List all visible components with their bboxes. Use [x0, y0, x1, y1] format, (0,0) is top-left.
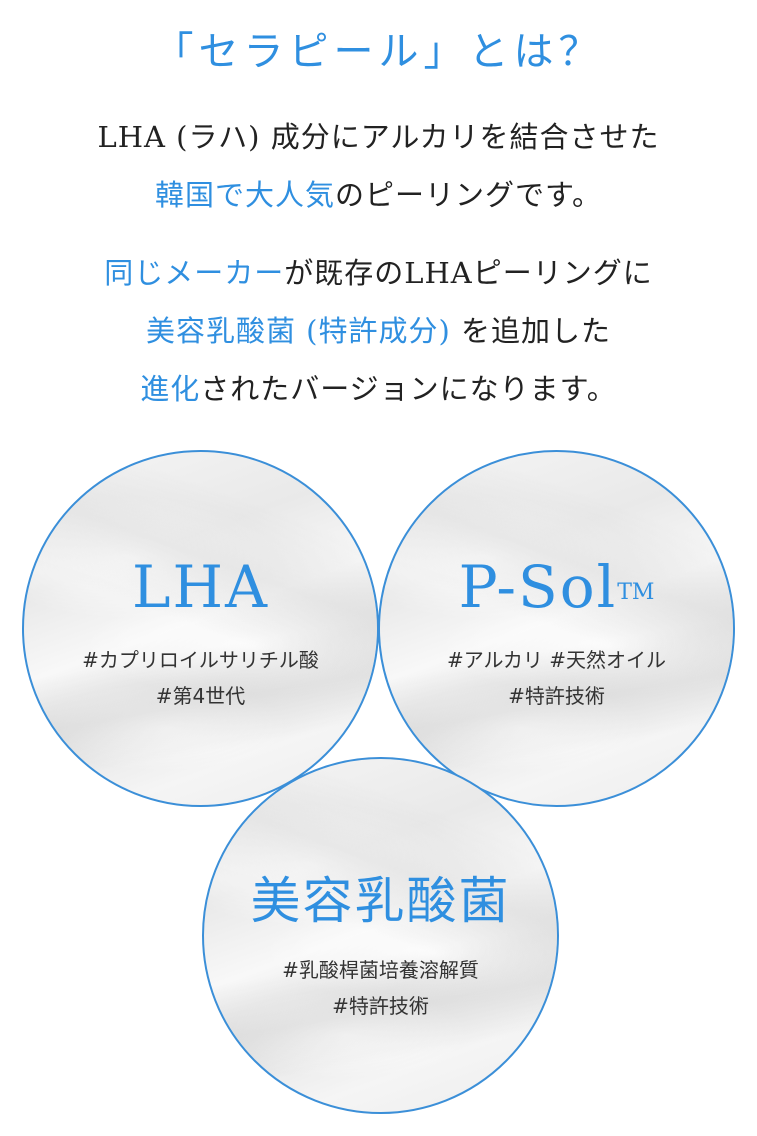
- trademark-mark: TM: [617, 580, 655, 605]
- lactic-tags: #乳酸桿菌培養溶解質 #特許技術: [204, 952, 557, 1024]
- psol-tag: #特許技術: [508, 684, 605, 708]
- intro-line-2: 韓国で大人気のピーリングです。: [0, 166, 757, 224]
- intro-line-1: LHA (ラハ) 成分にアルカリを結合させた: [97, 120, 660, 154]
- silk-texture: [380, 452, 733, 805]
- lha-title: LHA: [132, 553, 269, 621]
- silk-texture: [204, 759, 557, 1112]
- psol-circle: P-SolTM #アルカリ #天然オイル #特許技術: [378, 450, 735, 807]
- psol-title-text: P-Sol: [458, 553, 618, 621]
- evolution-line-1-rest: が既存のLHAピーリングに: [284, 256, 653, 290]
- lha-circle: LHA #カプリロイルサリチル酸 #第4世代: [22, 450, 379, 807]
- silk-texture: [24, 452, 377, 805]
- evolution-line-3: 進化されたバージョンになります。: [0, 360, 757, 418]
- evolution-line-1: 同じメーカーが既存のLHAピーリングに: [0, 244, 757, 302]
- psol-tags: #アルカリ #天然オイル #特許技術: [380, 642, 733, 714]
- page-title: 「セラピール」とは？: [153, 29, 604, 75]
- evolution-highlight-evolved: 進化: [140, 372, 201, 406]
- evolution-paragraph: 同じメーカーが既存のLHAピーリングに 美容乳酸菌 (特許成分) を追加した 進…: [0, 244, 757, 418]
- lha-tag: #カプリロイルサリチル酸: [82, 648, 319, 672]
- evolution-line-2: 美容乳酸菌 (特許成分) を追加した: [0, 302, 757, 360]
- intro-highlight: 韓国で大人気: [154, 178, 335, 212]
- psol-tag: #アルカリ #天然オイル: [446, 648, 667, 672]
- intro-paragraph: LHA (ラハ) 成分にアルカリを結合させた 韓国で大人気のピーリングです。: [0, 108, 757, 224]
- lactic-tag: #特許技術: [332, 994, 429, 1018]
- lha-tag: #第4世代: [155, 684, 246, 708]
- lactic-title: 美容乳酸菌: [250, 872, 511, 930]
- psol-title: P-SolTM: [380, 552, 733, 622]
- evolution-highlight-ingredient: 美容乳酸菌 (特許成分): [145, 314, 451, 348]
- lha-tags: #カプリロイルサリチル酸 #第4世代: [24, 642, 377, 714]
- evolution-highlight-maker: 同じメーカー: [104, 256, 285, 290]
- evolution-line-2-rest: を追加した: [450, 314, 612, 348]
- intro-line-2-rest: のピーリングです。: [334, 178, 603, 212]
- lactic-tag: #乳酸桿菌培養溶解質: [282, 958, 479, 982]
- evolution-line-3-rest: されたバージョンになります。: [200, 372, 617, 406]
- lactic-circle: 美容乳酸菌 #乳酸桿菌培養溶解質 #特許技術: [202, 757, 559, 1114]
